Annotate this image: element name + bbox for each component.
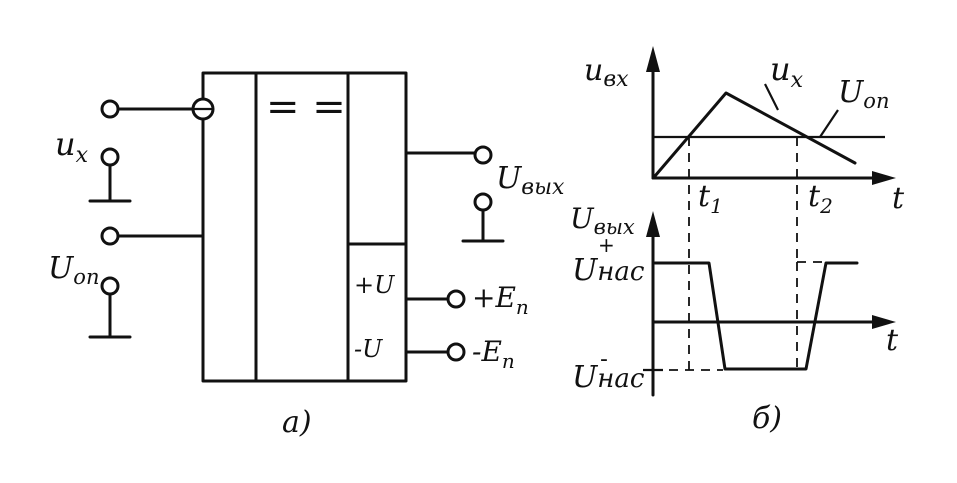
- output-ground-terminal: [473, 192, 493, 212]
- input-ux-ground-terminal: [100, 147, 120, 167]
- caption-a: а): [282, 405, 312, 440]
- plus-e-label: +En: [472, 281, 529, 319]
- sat-low-label: Uнас: [572, 360, 645, 395]
- t2-label: t2: [808, 179, 833, 218]
- input-graph: uвх ux Uon t t1 t2: [584, 46, 905, 218]
- output-terminal: [473, 145, 493, 165]
- power-supply: +U -U +En -En: [354, 271, 529, 373]
- t1-label: t1: [698, 179, 723, 218]
- output-graph: Uвых + Uнас - Uнас t: [570, 202, 899, 397]
- input-uon-terminal: [100, 226, 120, 246]
- output-waveform: [653, 261, 859, 371]
- input-graph-t-label: t: [892, 181, 905, 216]
- output-label: Uвых: [496, 161, 565, 200]
- minus-u-label: -U: [354, 335, 383, 363]
- sat-high-label: Uнас: [572, 253, 645, 288]
- input-ux-label: ux: [55, 125, 89, 168]
- input-uon: Uon: [48, 226, 205, 339]
- input-graph-t-arrow: [872, 171, 896, 185]
- output-graph-t-arrow: [872, 315, 896, 329]
- caption-b: б): [752, 401, 782, 436]
- signal-ux-curve: [653, 91, 857, 178]
- plus-sign: +: [598, 233, 615, 257]
- input-ux: ux: [55, 97, 215, 203]
- signal-ux-pointer: [764, 83, 779, 111]
- output-graph-t-label: t: [886, 323, 899, 358]
- comparator-block: = =: [201, 71, 408, 383]
- output-graph-y-arrow: [646, 211, 660, 237]
- minus-e-label: -En: [472, 335, 515, 373]
- output: Uвых: [404, 145, 565, 243]
- input-uon-label: Uon: [48, 251, 99, 289]
- plus-e-terminal: [446, 289, 466, 309]
- input-graph-y-arrow: [646, 46, 660, 72]
- input-graph-y-label: uвх: [584, 53, 629, 92]
- signal-ux-label: ux: [770, 50, 804, 93]
- projection-lines: [653, 137, 822, 371]
- dc-symbol: = =: [266, 84, 346, 130]
- plus-u-label: +U: [354, 271, 395, 299]
- input-uon-ground-terminal: [100, 276, 120, 296]
- reference-pointer: [819, 109, 839, 138]
- minus-e-terminal: [446, 342, 466, 362]
- block-outline: [201, 71, 408, 383]
- output-graph-y-label: Uвых: [570, 202, 635, 239]
- minus-sign: -: [600, 347, 608, 372]
- input-ux-terminal: [100, 99, 120, 119]
- reference-label: Uon: [838, 75, 889, 113]
